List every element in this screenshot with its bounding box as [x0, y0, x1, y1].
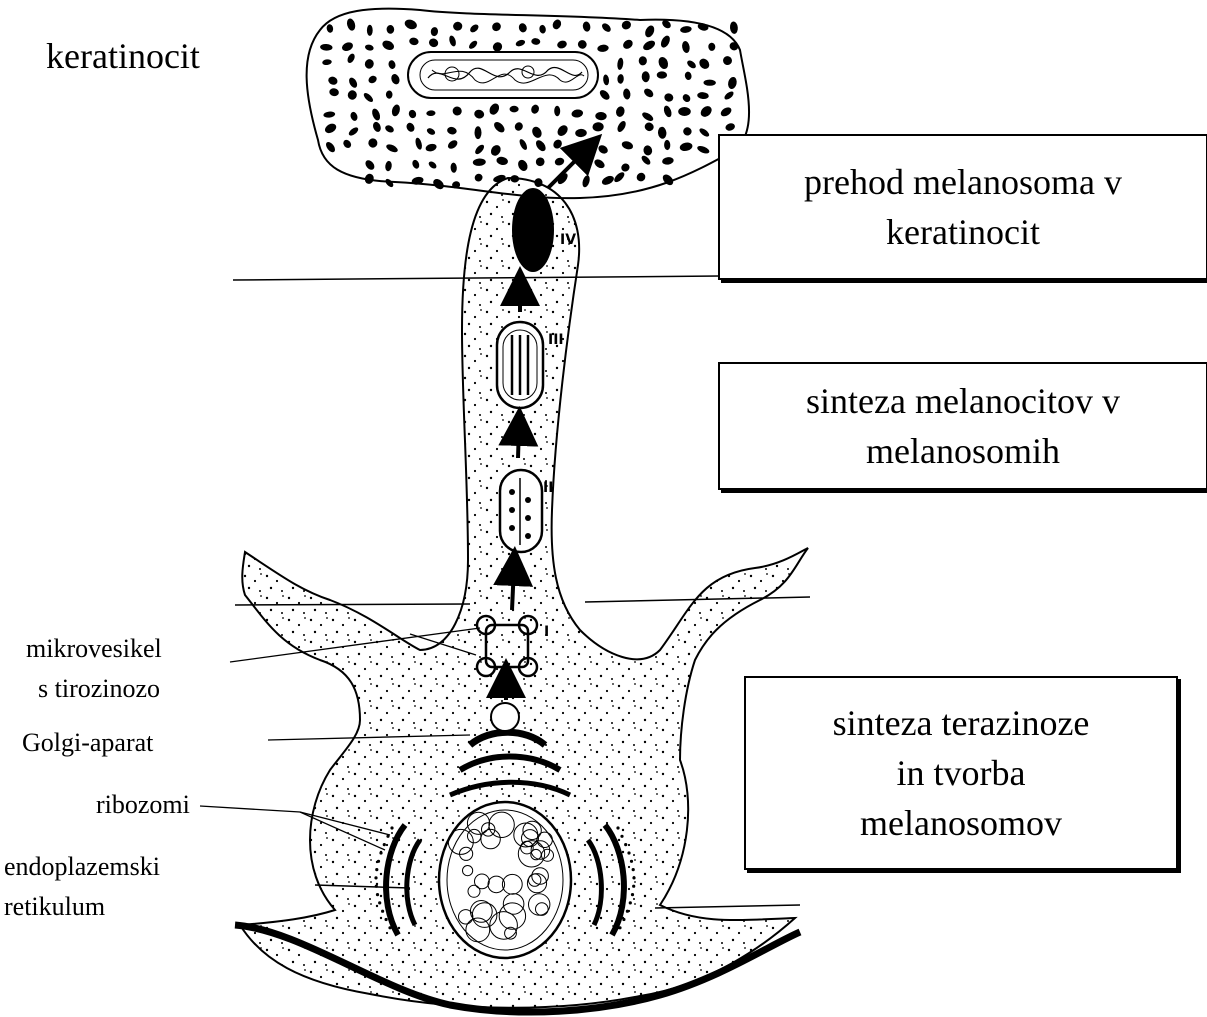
- ribosome-dot: [390, 826, 393, 829]
- stage-label-iii: III: [548, 332, 564, 348]
- ribosomes-label: ribozomi: [96, 792, 190, 818]
- keratinocyte-label: keratinocit: [46, 38, 200, 74]
- ribosome-dot: [629, 901, 632, 904]
- ribosome-dot: [627, 851, 630, 854]
- golgi-label: Golgi-aparat: [22, 730, 153, 756]
- transfer-annotation-box: prehod melanosoma v keratinocit: [718, 134, 1207, 280]
- melanin-granule: [678, 107, 691, 116]
- ribosome-dot: [620, 835, 623, 838]
- nucleus: [439, 802, 571, 958]
- tyrosinase-synthesis-annotation-box: sinteza terazinoze in tvorba melanosomov: [744, 676, 1178, 870]
- ribosome-dot: [631, 893, 634, 896]
- stage-iii-melanosome: [497, 322, 543, 408]
- tyrosinase-text-line1: sinteza terazinoze: [833, 698, 1090, 748]
- ribosome-dot: [626, 910, 629, 913]
- stage-ii-melanosome: [500, 470, 542, 552]
- microvesicle-label-line1: mikrovesikel: [26, 636, 162, 662]
- microvesicle-label-line2: s tirozinozo: [38, 676, 160, 702]
- er-label-line1: endoplazemski: [4, 854, 160, 880]
- ribosome-dot: [374, 876, 377, 879]
- stage-label-i: I: [544, 624, 549, 640]
- ribosome-dot: [375, 868, 378, 871]
- stage-iv-melanosome: [512, 188, 554, 272]
- ribosome-dot: [381, 910, 384, 913]
- ribosome-dot: [378, 901, 381, 904]
- ribosome-dot: [376, 893, 379, 896]
- tyrosinase-text-line2: in tvorba: [897, 748, 1026, 798]
- ribosome-dot: [632, 885, 635, 888]
- melanin-granule: [729, 21, 738, 34]
- ribosome-dot: [624, 843, 627, 846]
- ribosome-dot: [630, 860, 633, 863]
- transfer-text-line1: prehod melanosoma v: [804, 157, 1122, 207]
- ribosome-dot: [385, 918, 388, 921]
- ribosome-dot: [632, 868, 635, 871]
- melanin-granule: [367, 25, 373, 36]
- melanin-text-line2: melanosomih: [866, 426, 1060, 476]
- transfer-text-line2: keratinocit: [886, 207, 1040, 257]
- melanin-synthesis-annotation-box: sinteza melanocitov v melanosomih: [718, 362, 1207, 490]
- melanin-granule: [510, 106, 519, 113]
- ribosome-dot: [618, 926, 621, 929]
- tyrosinase-text-line3: melanosomov: [860, 798, 1062, 848]
- er-label-line2: retikulum: [4, 894, 105, 920]
- stage-label-ii: II: [543, 480, 553, 496]
- ribosome-dot: [616, 826, 619, 829]
- ribosome-dot: [622, 918, 625, 921]
- ribosome-dot: [375, 885, 378, 888]
- ribosome-dot: [388, 926, 391, 929]
- ribosome-dot: [379, 851, 382, 854]
- ribosome-dot: [377, 860, 380, 863]
- ribosome-dot: [632, 876, 635, 879]
- stage-label-iv: IV: [560, 232, 576, 248]
- keratinocyte-cell: [307, 9, 749, 199]
- melanin-text-line1: sinteza melanocitov v: [806, 376, 1120, 426]
- melanin-granule: [475, 126, 482, 139]
- ribosome-dot: [383, 843, 386, 846]
- layer-line-lower-right: [655, 905, 800, 908]
